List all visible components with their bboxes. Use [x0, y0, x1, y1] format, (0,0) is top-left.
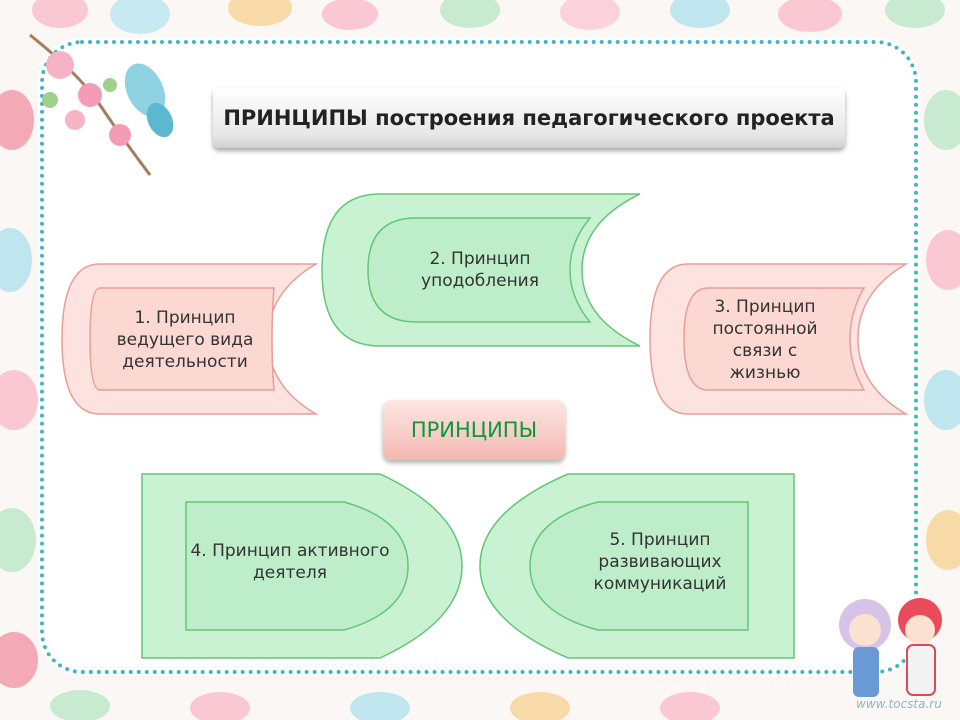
principle-5-label: 5. Принцип развивающих коммуникаций — [593, 530, 727, 594]
principle-2-label: 2. Принцип уподобления — [421, 249, 539, 291]
principle-3-label: 3. Принцип постоянной связи с жизнью — [712, 297, 818, 383]
blossom-branch-decoration — [29, 33, 174, 176]
children-illustration — [839, 598, 942, 697]
center-principles-badge: ПРИНЦИПЫ — [383, 400, 565, 460]
principle-1-shape — [61, 263, 319, 415]
principle-4-shape — [141, 473, 463, 659]
page-title: ПРИНЦИПЫ построения педагогического прое… — [213, 88, 845, 148]
principle-4-label: 4. Принцип активного деятеля — [190, 541, 390, 583]
butterfly-icon — [124, 63, 174, 138]
watermark: www.tocsta.ru — [856, 697, 942, 711]
principle-2-shape — [321, 193, 641, 347]
principle-5-shape — [479, 473, 795, 659]
principle-3-shape — [649, 263, 909, 415]
principle-1-label: 1. Принцип ведущего вида деятельности — [116, 308, 254, 372]
